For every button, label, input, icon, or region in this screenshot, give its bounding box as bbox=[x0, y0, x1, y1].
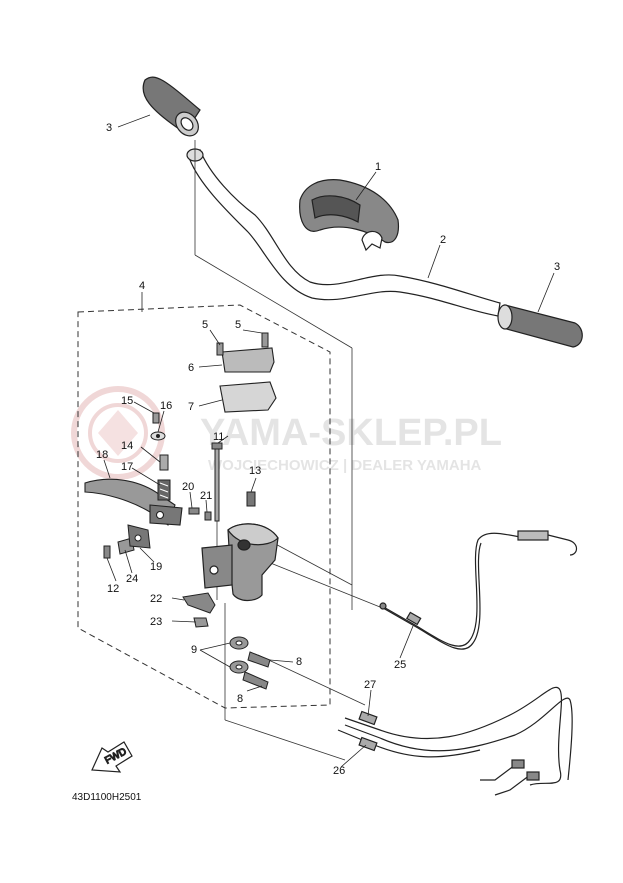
callout-15: 15 bbox=[121, 395, 133, 407]
handlebar bbox=[186, 148, 501, 317]
callout-24: 24 bbox=[126, 573, 138, 585]
clamp-bracket bbox=[219, 347, 277, 413]
callout-2: 2 bbox=[440, 234, 446, 246]
callout-19: 19 bbox=[150, 561, 162, 573]
pivot-bolt bbox=[211, 442, 223, 522]
brake-assembly-boundary bbox=[77, 304, 331, 709]
callout-21: 21 bbox=[200, 490, 212, 502]
callout-23: 23 bbox=[150, 616, 162, 628]
callout-17: 17 bbox=[121, 461, 133, 473]
callout-22: 22 bbox=[150, 593, 162, 605]
callout-25: 25 bbox=[394, 659, 406, 671]
washers-and-bolts bbox=[229, 636, 271, 690]
brake-lever bbox=[84, 478, 183, 526]
callout-26: 26 bbox=[333, 765, 345, 777]
left-grip bbox=[142, 76, 201, 137]
callout-11: 11 bbox=[213, 431, 224, 443]
small-screws bbox=[188, 507, 212, 521]
watermark-title: YAMA-SKLEP.PL bbox=[200, 412, 502, 454]
callout-18: 18 bbox=[96, 449, 108, 461]
callout-6: 6 bbox=[188, 362, 194, 374]
callout-3-right: 3 bbox=[554, 261, 560, 273]
watermark: YAMA-SKLEP.PL WOJCIECHOWICZ | DEALER YAM… bbox=[71, 386, 502, 480]
callout-5-right: 5 bbox=[235, 319, 241, 331]
callout-8-lower: 8 bbox=[237, 693, 243, 705]
throttle-cables-26-27 bbox=[337, 686, 573, 796]
watermark-subtitle: WOJCIECHOWICZ | DEALER YAMAHA bbox=[208, 457, 482, 474]
diagram-code: 43D1100H2501 bbox=[72, 792, 142, 803]
callout-27: 27 bbox=[364, 679, 376, 691]
callout-labels: 1 2 3 3 4 5 5 6 7 8 8 9 11 12 13 14 15 1… bbox=[96, 122, 560, 777]
callout-13: 13 bbox=[249, 465, 261, 477]
callout-3-left: 3 bbox=[106, 122, 112, 134]
callout-9: 9 bbox=[191, 644, 197, 656]
brake-switch-parts bbox=[182, 592, 216, 628]
callout-4: 4 bbox=[139, 280, 145, 292]
throttle-cable-25 bbox=[379, 530, 578, 650]
callout-8-upper: 8 bbox=[296, 656, 302, 668]
clamp-screws bbox=[216, 332, 269, 356]
callout-1: 1 bbox=[375, 161, 381, 173]
callout-5-left: 5 bbox=[202, 319, 208, 331]
lever-holder-parts bbox=[103, 524, 151, 559]
switch-screw bbox=[246, 491, 256, 507]
callout-12: 12 bbox=[107, 583, 119, 595]
master-cylinder bbox=[201, 523, 279, 602]
callout-20: 20 bbox=[182, 481, 194, 493]
guide-lines bbox=[194, 140, 381, 761]
callout-7: 7 bbox=[188, 401, 194, 413]
callout-leaders bbox=[103, 114, 555, 768]
callout-14: 14 bbox=[121, 440, 133, 452]
callout-16: 16 bbox=[160, 400, 172, 412]
handlebar-pad bbox=[299, 179, 400, 252]
right-grip bbox=[497, 304, 583, 348]
fwd-arrow-icon: FWD bbox=[91, 741, 133, 773]
